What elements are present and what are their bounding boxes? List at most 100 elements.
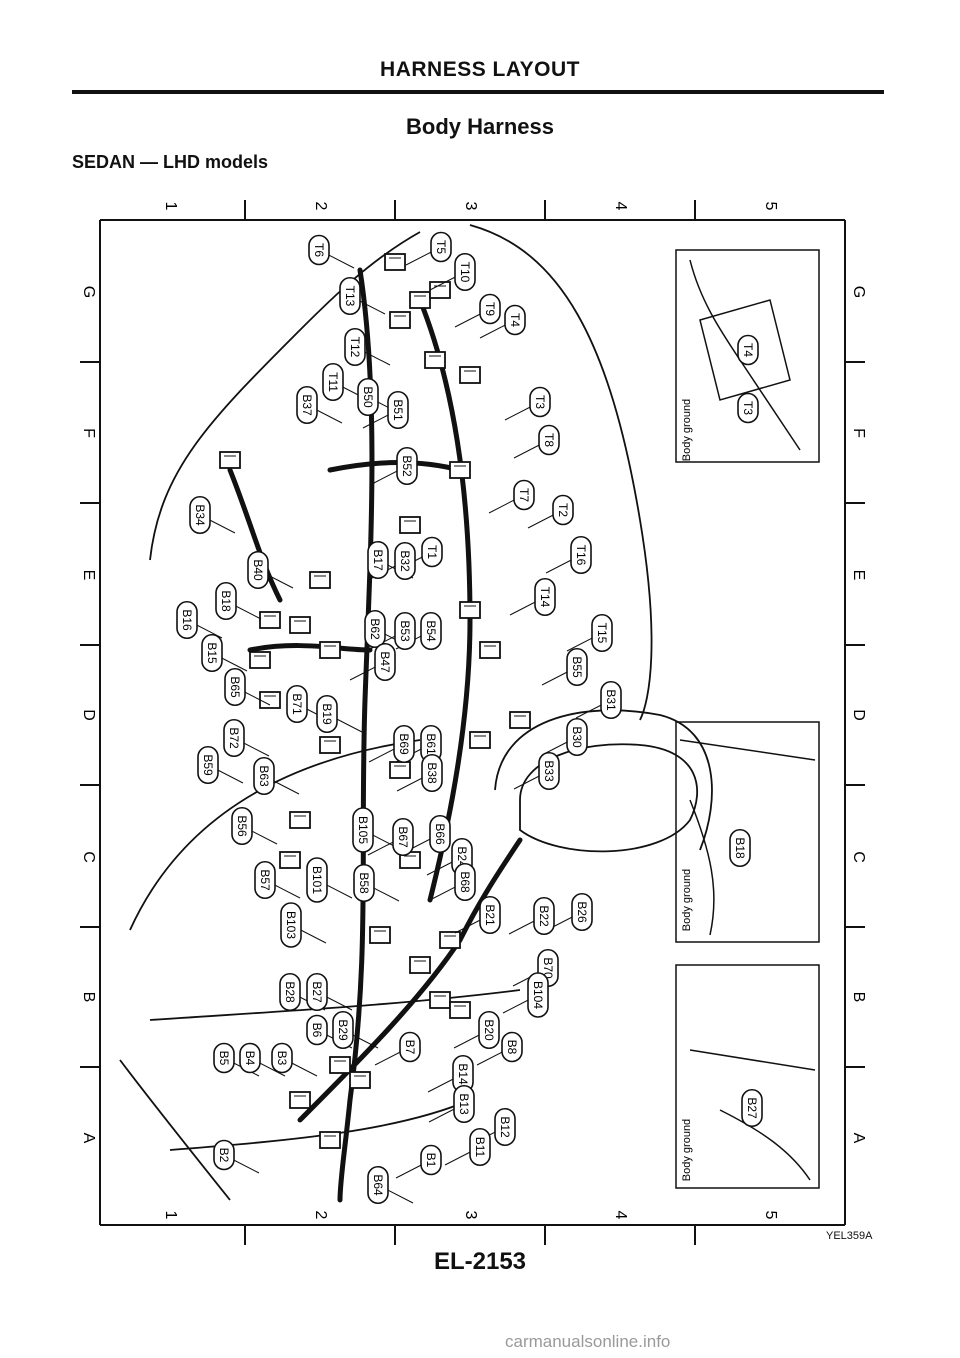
connector-callout: B14 xyxy=(452,1054,474,1094)
connector-callout-outline xyxy=(729,828,751,868)
connector-callout: B16 xyxy=(176,600,198,640)
body-ground-label: Body ground xyxy=(681,869,693,931)
connector-callout: B69 xyxy=(393,724,415,764)
connector-callout-outline xyxy=(396,446,418,486)
connector-callout-label: T13 xyxy=(343,286,357,307)
connector-block xyxy=(389,761,411,779)
header-rule xyxy=(72,90,884,94)
row-label-left: G xyxy=(80,286,97,298)
connector-callout-outline xyxy=(513,479,535,511)
connector-callout: B8 xyxy=(501,1031,523,1063)
connector-callout-label: B8 xyxy=(505,1040,519,1055)
connector-callout-outline xyxy=(392,817,414,857)
connector-block xyxy=(384,253,406,271)
connector-callout-label: T10 xyxy=(458,262,472,283)
connector-callout-label: T15 xyxy=(595,623,609,644)
connector-callout: B29 xyxy=(332,1010,354,1050)
connector-callout: B57 xyxy=(254,860,276,900)
connector-block xyxy=(289,1091,311,1109)
connector-callout: B105 xyxy=(352,807,374,853)
connector-callout-label: B7 xyxy=(403,1040,417,1055)
body-outline-left xyxy=(469,224,653,721)
connector-callout-outline xyxy=(600,680,622,720)
connector-callout-label: T3 xyxy=(533,395,547,409)
connector-callout: B31 xyxy=(600,680,622,720)
connector-callout-label: B14 xyxy=(456,1063,470,1085)
connector-callout: B17 xyxy=(367,540,389,580)
connector-callout-outline xyxy=(591,613,613,653)
connector-callout-outline xyxy=(478,1010,500,1050)
connector-callout-label: B11 xyxy=(473,1137,487,1158)
connector-callout-outline xyxy=(552,494,574,526)
connector-callout-label: B70 xyxy=(541,957,555,979)
connector-callout-label: B27 xyxy=(310,981,324,1003)
connector-callout: T15 xyxy=(591,613,613,653)
column-label-top: 2 xyxy=(312,202,329,211)
connector-callout: B3 xyxy=(271,1042,293,1074)
connector-callout-outline xyxy=(280,902,302,948)
column-label-bottom: 2 xyxy=(312,1211,329,1220)
column-label-bottom: 5 xyxy=(762,1211,779,1220)
inset-middle xyxy=(675,721,820,943)
connector-callout-outline xyxy=(215,581,237,621)
connector-callout-outline xyxy=(189,495,211,535)
connector-callout-outline xyxy=(367,1165,389,1205)
body-side-line xyxy=(149,231,421,561)
connector-callout-label: B65 xyxy=(228,676,242,698)
connector-callout-label: B69 xyxy=(397,733,411,755)
connector-block xyxy=(459,601,481,619)
connector-callout-label: T3 xyxy=(741,401,755,415)
connector-callout: B58 xyxy=(353,863,375,903)
connector-callout: B55 xyxy=(566,647,588,687)
inset-connector: T4 xyxy=(737,334,759,366)
connector-callout-outline xyxy=(231,806,253,846)
connector-callout: B6 xyxy=(306,1014,328,1046)
harness-branch-5 xyxy=(227,467,283,603)
connector-callout-label: T11 xyxy=(326,372,340,392)
connector-callout-outline xyxy=(316,694,338,734)
connector-callout-label: B13 xyxy=(457,1093,471,1115)
connector-callout-label: B72 xyxy=(227,727,241,749)
connector-callout-label: B62 xyxy=(368,618,382,640)
page-number: EL-2153 xyxy=(433,1248,527,1275)
connector-callout-outline xyxy=(364,609,386,649)
connector-callout-outline xyxy=(429,814,451,854)
connector-callout-label: B15 xyxy=(205,642,219,664)
connector-callout-outline xyxy=(533,896,555,936)
connector-callout-outline xyxy=(504,304,526,336)
connector-callout-outline xyxy=(534,577,556,617)
wheel-well xyxy=(519,743,698,853)
connector-callout: B47 xyxy=(374,642,396,682)
connector-callout-outline xyxy=(538,751,560,791)
connector-callout-outline xyxy=(454,252,476,292)
row-label-right: C xyxy=(850,851,867,863)
body-ground-label: Body ground xyxy=(681,399,693,461)
connector-callout-outline xyxy=(570,535,592,575)
connector-callout-outline xyxy=(453,1084,475,1124)
connector-callout: B28 xyxy=(279,972,301,1012)
figure-code: YEL359A xyxy=(826,1230,873,1242)
connector-block xyxy=(319,736,341,754)
row-label-right: G xyxy=(850,286,867,298)
connector-callout: B4 xyxy=(239,1042,261,1074)
connector-callout-outline xyxy=(737,334,759,366)
connector-block xyxy=(319,1131,341,1149)
connector-callout-outline xyxy=(353,863,375,903)
grid-frame xyxy=(99,219,846,1226)
connector-callout: B104 xyxy=(527,972,549,1018)
connector-callout-label: B53 xyxy=(398,620,412,642)
connector-callout-label: B5 xyxy=(217,1051,231,1066)
connector-block xyxy=(259,691,281,709)
connector-callout-outline xyxy=(741,1088,763,1128)
connector-callout: B63 xyxy=(253,756,275,796)
connector-callout-outline xyxy=(430,231,452,263)
body-lower-line xyxy=(129,739,421,931)
column-label-top: 4 xyxy=(612,202,629,211)
connector-callout: B27 xyxy=(306,972,328,1012)
connector-callout-label: B34 xyxy=(193,504,207,526)
connector-callout-label: B104 xyxy=(531,981,545,1009)
